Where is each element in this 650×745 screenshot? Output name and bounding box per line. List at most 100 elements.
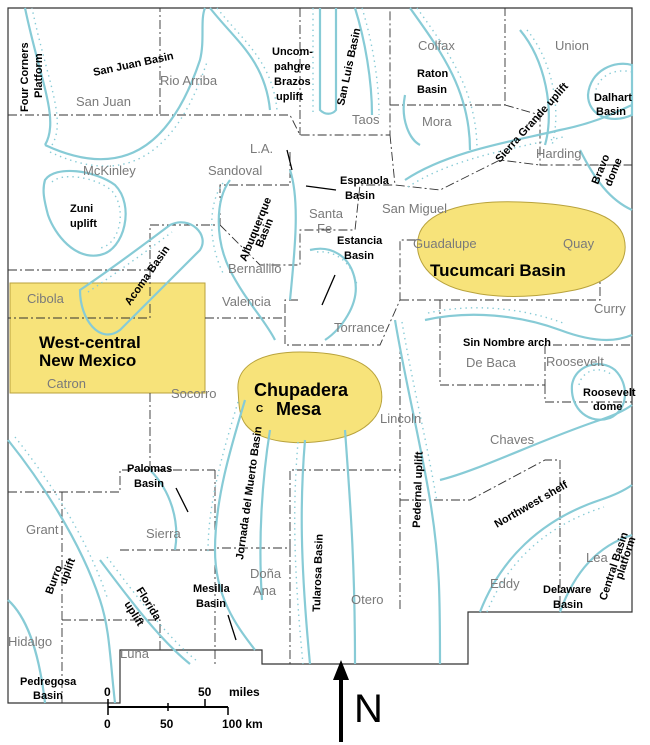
county-label-sandoval: Sandoval bbox=[208, 163, 262, 178]
label-uncompahgre-3: Brazos bbox=[274, 76, 311, 88]
county-label-sierra: Sierra bbox=[146, 526, 181, 541]
highlight-areas bbox=[9, 201, 626, 444]
county-labels: San Juan Rio Arriba Colfax Union Taos Mo… bbox=[8, 38, 626, 661]
county-line bbox=[8, 469, 215, 493]
county-label-valencia: Valencia bbox=[222, 294, 272, 309]
structure-hatch bbox=[49, 61, 208, 167]
county-label-roosevelt: Roosevelt bbox=[546, 354, 604, 369]
county-label-guadalupe: Guadalupe bbox=[413, 236, 477, 251]
highlight-labels: Tucumcari Basin Chupadera Mesa C West-ce… bbox=[39, 261, 566, 419]
structure-line bbox=[478, 484, 633, 613]
structure-hatch bbox=[361, 7, 380, 116]
label-palomas-basin: Palomas bbox=[127, 463, 172, 475]
county-label-otero: Otero bbox=[351, 592, 384, 607]
label-tucumcari-basin: Tucumcari Basin bbox=[430, 261, 566, 280]
structure-hatch bbox=[211, 182, 224, 274]
label-estancia-basin: Estancia bbox=[337, 235, 383, 247]
county-label-lincoln: Lincoln bbox=[380, 411, 421, 426]
west-central-new-mexico-area bbox=[9, 282, 206, 394]
structure-line bbox=[99, 559, 191, 665]
county-label-colfax: Colfax bbox=[418, 38, 455, 53]
structure-line bbox=[213, 399, 256, 651]
structure-hatch bbox=[526, 29, 557, 146]
label-pedernal-uplift: Pedernal uplift bbox=[411, 451, 426, 528]
label-west-central-new-mexico: West-central bbox=[39, 333, 141, 352]
county-label-san-miguel: San Miguel bbox=[382, 201, 447, 216]
label-burro-uplift-2: uplift bbox=[58, 556, 79, 586]
county-label-taos: Taos bbox=[352, 112, 380, 127]
label-espanola-basin-2: Basin bbox=[345, 190, 375, 202]
structure-hatch bbox=[407, 136, 564, 188]
county-label-harding: Harding bbox=[536, 146, 582, 161]
structure-line bbox=[409, 7, 472, 151]
fault-line bbox=[175, 487, 189, 513]
scale-miles-50: 50 bbox=[198, 685, 212, 699]
structure-line bbox=[558, 533, 633, 613]
label-zuni-uplift-2: uplift bbox=[70, 218, 97, 230]
structural-outlines bbox=[7, 7, 634, 704]
structure-line bbox=[259, 429, 272, 601]
county-line bbox=[219, 184, 395, 266]
county-label-san-juan: San Juan bbox=[76, 94, 131, 109]
fault-lines bbox=[175, 149, 337, 641]
scale-km-100: 100 km bbox=[222, 717, 263, 731]
structure-hatch bbox=[207, 401, 239, 553]
county-line bbox=[544, 385, 632, 403]
label-roosevelt-dome: Roosevelt bbox=[583, 387, 636, 399]
county-label-los-alamos: L.A. bbox=[250, 141, 273, 156]
label-mesilla-basin-2: Basin bbox=[196, 598, 226, 610]
fault-line bbox=[321, 274, 336, 306]
north-arrow: N bbox=[333, 660, 383, 742]
north-label: N bbox=[354, 687, 383, 731]
county-label-torrance: Torrance bbox=[334, 320, 385, 335]
county-line bbox=[389, 134, 541, 191]
label-raton-basin-2: Basin bbox=[417, 84, 447, 96]
label-delaware-basin: Delaware bbox=[543, 584, 591, 596]
county-label-curry: Curry bbox=[594, 301, 626, 316]
structure-line bbox=[318, 8, 338, 115]
county-label-quay: Quay bbox=[563, 236, 595, 251]
label-dalhart-basin: Dalhart bbox=[594, 92, 632, 104]
label-tularosa-basin: Tularosa Basin bbox=[311, 533, 326, 612]
county-label-lea: Lea bbox=[586, 550, 608, 565]
structure-line bbox=[42, 169, 127, 257]
structure-line bbox=[343, 429, 357, 665]
structure-line bbox=[402, 94, 421, 146]
label-chupadera-mesa: Chupadera bbox=[254, 380, 349, 400]
county-label-mora: Mora bbox=[422, 114, 452, 129]
structure-hatch bbox=[106, 556, 198, 662]
fault-line bbox=[286, 149, 293, 171]
county-line bbox=[504, 104, 632, 166]
scale-km-50: 50 bbox=[160, 717, 174, 731]
label-four-corners-platform-2: Platform bbox=[33, 53, 45, 98]
county-label-union: Union bbox=[555, 38, 589, 53]
label-northwest-shelf: Northwest shelf bbox=[493, 479, 571, 531]
county-line bbox=[62, 619, 161, 650]
label-four-corners-platform: Four Corners bbox=[19, 42, 31, 112]
structure-line bbox=[23, 7, 52, 146]
county-label-eddy: Eddy bbox=[490, 576, 520, 591]
county-label-mckinley: McKinley bbox=[83, 163, 136, 178]
structure-line bbox=[439, 404, 633, 482]
county-label-grant: Grant bbox=[26, 522, 59, 537]
county-line bbox=[160, 8, 391, 136]
label-chupadera-mesa-2: Mesa bbox=[276, 399, 322, 419]
county-label-de-baca: De Baca bbox=[466, 355, 517, 370]
state-border bbox=[7, 7, 633, 704]
scale-miles-unit: miles bbox=[229, 685, 260, 699]
structure-line bbox=[7, 439, 117, 704]
structure-line bbox=[579, 149, 633, 212]
label-uncompahgre-2: pahgre bbox=[274, 61, 311, 73]
structure-line bbox=[309, 247, 357, 341]
county-label-dona-ana: Doña bbox=[250, 566, 282, 581]
label-uncompahgre: Uncom- bbox=[272, 46, 313, 58]
label-roosevelt-dome-2: dome bbox=[593, 401, 622, 413]
label-west-central-new-mexico-2: New Mexico bbox=[39, 351, 136, 370]
structure-hatch bbox=[578, 369, 613, 386]
county-line bbox=[205, 299, 300, 319]
county-label-luna: Luna bbox=[120, 646, 150, 661]
structure-line bbox=[393, 319, 442, 665]
structure-line bbox=[300, 439, 312, 665]
structure-line bbox=[586, 62, 634, 120]
